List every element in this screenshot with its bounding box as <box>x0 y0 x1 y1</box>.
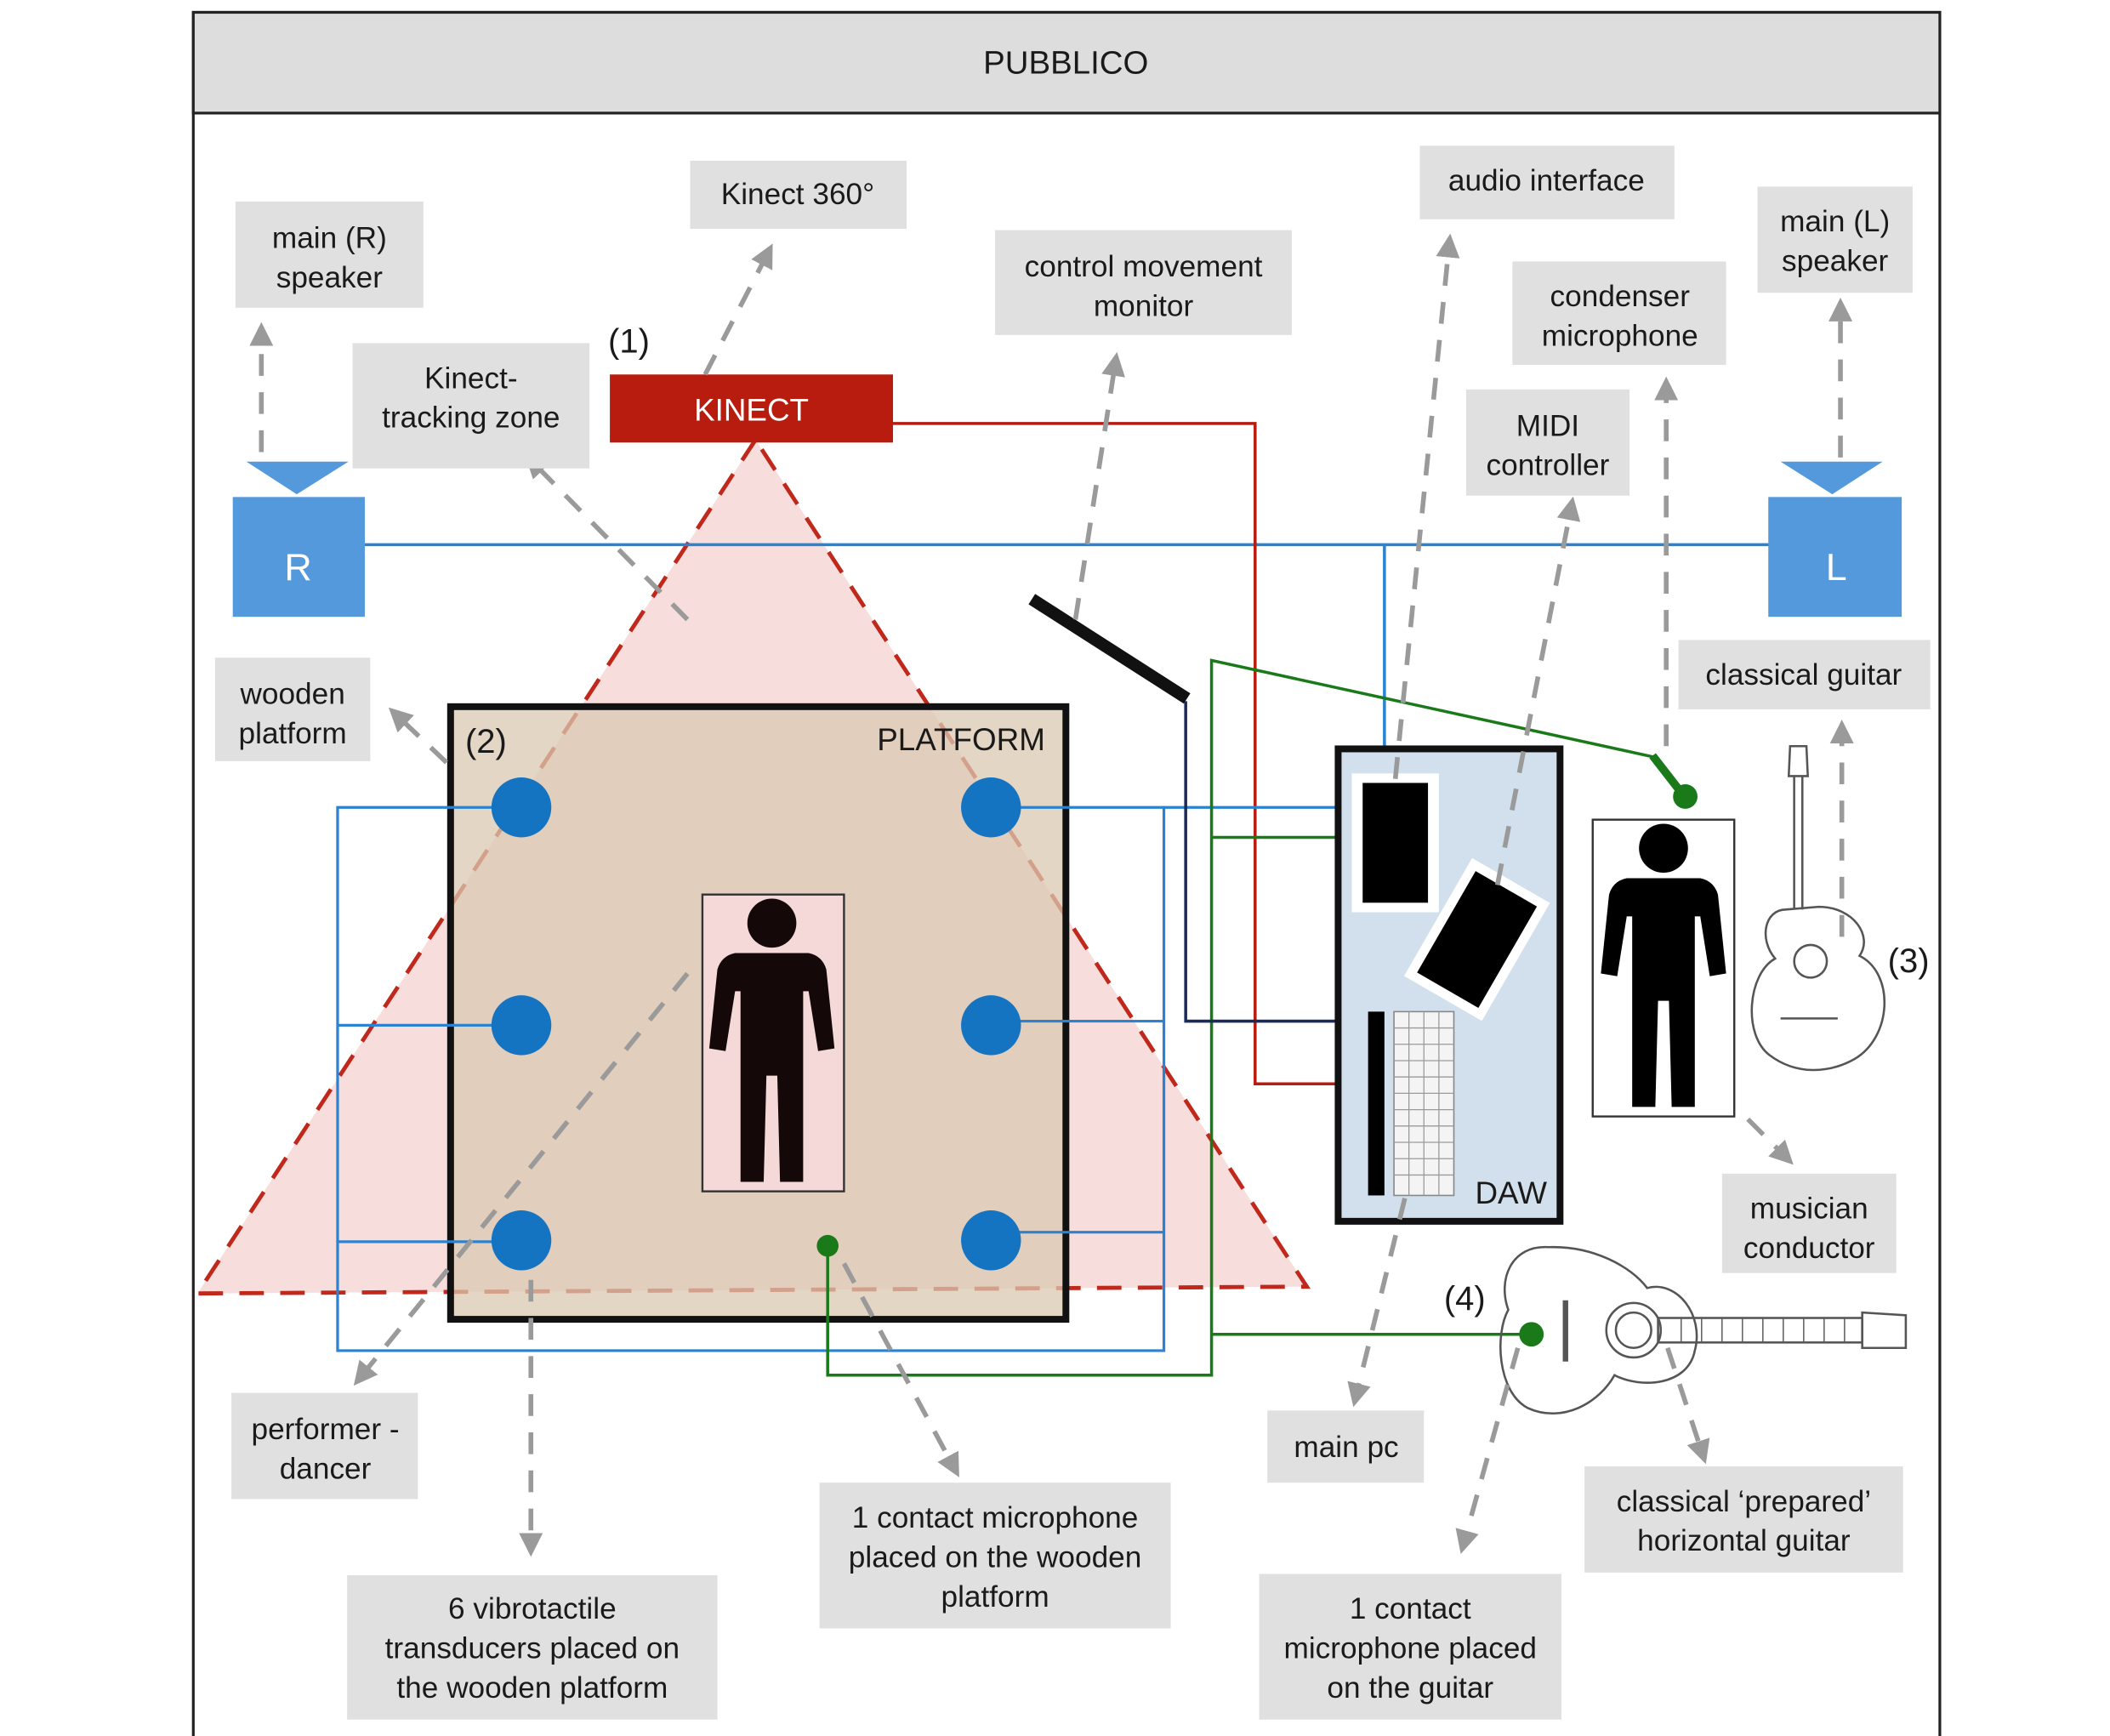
transducer <box>961 1210 1021 1271</box>
main-pc-tower <box>1368 1011 1385 1196</box>
label-main-pc: main pc <box>1267 1410 1425 1483</box>
label-audio-interface: audio interface <box>1419 145 1675 219</box>
platform-contact-mic <box>816 1234 839 1257</box>
speaker-r: R <box>232 461 365 618</box>
musician-figure <box>1591 818 1736 1118</box>
midi-controller-device <box>1403 857 1550 1022</box>
transducer <box>491 777 552 838</box>
kinect-label: KINECT <box>694 393 809 428</box>
monitor-bar-icon <box>1028 594 1191 704</box>
kinect-cable <box>893 422 1368 1085</box>
svg-text:main pc: main pc <box>1294 1431 1398 1464</box>
marker-2: (2) <box>465 723 507 760</box>
transducer <box>961 777 1021 838</box>
label-prepared-guitar: classical ‘prepared’horizontal guitar <box>1584 1466 1903 1573</box>
svg-text:Kinect-tracking zone: Kinect-tracking zone <box>382 361 560 434</box>
human-figure-icon <box>1601 823 1726 1107</box>
classical-guitar-icon <box>1750 744 1885 1072</box>
speaker-cable <box>364 543 1770 781</box>
speaker-l: L <box>1768 461 1902 618</box>
platform-title: PLATFORM <box>877 722 1045 757</box>
label-main-l-speaker: main (L)speaker <box>1757 186 1913 293</box>
human-figure-icon <box>708 898 835 1182</box>
daw-station: DAW <box>1334 745 1564 1225</box>
kinect-device: KINECT (1) <box>608 323 894 443</box>
marker-4: (4) <box>1444 1280 1486 1318</box>
transducer <box>491 1210 552 1271</box>
audience-title: PUBBLICO <box>983 45 1148 82</box>
svg-text:classical guitar: classical guitar <box>1705 658 1902 692</box>
marker-1: (1) <box>608 323 650 361</box>
guitar-contact-mic <box>1519 1322 1544 1347</box>
transducer <box>491 995 552 1056</box>
audience-header: PUBBLICO <box>191 10 1942 115</box>
marker-3: (3) <box>1888 942 1930 980</box>
audio-interface-device <box>1362 783 1429 903</box>
svg-text:audio interface: audio interface <box>1448 164 1645 197</box>
label-classical-guitar: classical guitar <box>1678 640 1931 710</box>
svg-text:performer -dancer: performer -dancer <box>252 1413 400 1485</box>
speaker-r-label: R <box>284 546 311 589</box>
pointer-arrows <box>249 233 1854 1557</box>
label-main-r-speaker: main (R)speaker <box>235 201 424 308</box>
condenser-microphone-device <box>1649 753 1698 809</box>
keyboard-icon <box>1393 1010 1455 1197</box>
daw-label: DAW <box>1475 1175 1547 1210</box>
svg-text:classical ‘prepared’horizontal: classical ‘prepared’horizontal guitar <box>1617 1485 1871 1557</box>
label-performer-dancer: performer -dancer <box>231 1392 418 1500</box>
transducers <box>491 777 1021 1271</box>
label-kinect-tracking-zone: Kinect-tracking zone <box>352 343 590 469</box>
performer-figure <box>701 893 845 1192</box>
prepared-guitar-icon <box>1499 1245 1908 1415</box>
svg-text:main (R)speaker: main (R)speaker <box>272 221 387 293</box>
transducer <box>961 995 1021 1056</box>
contact-mic-cables <box>826 658 1655 1377</box>
label-kinect-360: Kinect 360° <box>690 160 907 229</box>
svg-text:Kinect 360°: Kinect 360° <box>721 178 874 211</box>
svg-text:main (L)speaker: main (L)speaker <box>1780 205 1890 277</box>
monitor-cable <box>1184 701 1368 1023</box>
speaker-l-label: L <box>1826 546 1847 589</box>
